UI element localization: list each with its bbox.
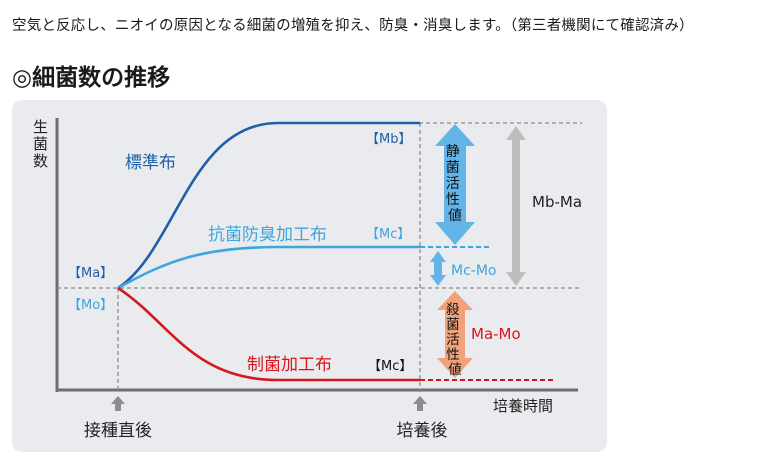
ma-mo-label: Ma-Mo	[471, 325, 521, 343]
bactericidal-activity-label: 殺 菌 活 性 値	[446, 302, 464, 378]
static-char-1: 静	[446, 144, 460, 160]
kill-char-5: 値	[448, 362, 462, 378]
intro-text: 空気と反応し、ニオイの原因となる細菌の増殖を抑え、防臭・消臭します。（第三者機関…	[12, 18, 694, 34]
x-marker-end-label: 培養後	[397, 421, 448, 441]
kill-char-4: 性	[446, 347, 460, 363]
series-label-standard: 標準布	[125, 153, 176, 173]
mb-ma-label: Mb-Ma	[532, 193, 582, 211]
kill-char-1: 殺	[446, 302, 460, 318]
series-label-antibacterial: 制菌加工布	[247, 355, 332, 375]
kill-char-2: 菌	[446, 317, 460, 333]
static-activity-arrow	[435, 124, 475, 245]
series-line-antiodor	[117, 245, 420, 290]
level-label-mo: 【Mo】	[68, 298, 113, 313]
marker-arrow-end	[413, 396, 427, 411]
static-char-3: 活	[446, 176, 460, 192]
series-line-standard	[117, 121, 420, 290]
y-axis-char-1: 生	[33, 118, 48, 136]
chart-heading: ◎細菌数の推移	[12, 65, 171, 91]
static-char-4: 性	[446, 192, 460, 208]
level-label-mc-antibacterial: 【Mc】	[368, 359, 412, 374]
bactericidal-activity-arrow	[437, 291, 473, 378]
chart-panel	[12, 100, 607, 452]
y-axis-char-3: 数	[33, 152, 48, 170]
x-axis-title: 培養時間	[493, 397, 553, 415]
level-label-ma: 【Ma】	[68, 266, 113, 281]
x-marker-start-label: 接種直後	[84, 421, 152, 441]
y-axis-char-2: 菌	[33, 135, 48, 153]
level-label-mb: 【Mb】	[366, 132, 411, 147]
y-axis-title: 生 菌 数	[33, 118, 53, 170]
series-line-antibacterial	[117, 286, 420, 382]
mb-ma-arrow	[506, 126, 526, 286]
static-char-2: 菌	[446, 160, 460, 176]
level-label-mc-antiodor: 【Mc】	[366, 227, 410, 242]
marker-arrow-start	[111, 396, 125, 411]
kill-char-3: 活	[446, 332, 460, 348]
mc-mo-arrow	[430, 251, 446, 286]
mc-mo-label: Mc-Mo	[451, 263, 496, 279]
static-char-5: 値	[448, 208, 462, 224]
static-activity-label: 静 菌 活 性 値	[446, 144, 464, 224]
series-label-antiodor: 抗菌防臭加工布	[208, 225, 327, 245]
